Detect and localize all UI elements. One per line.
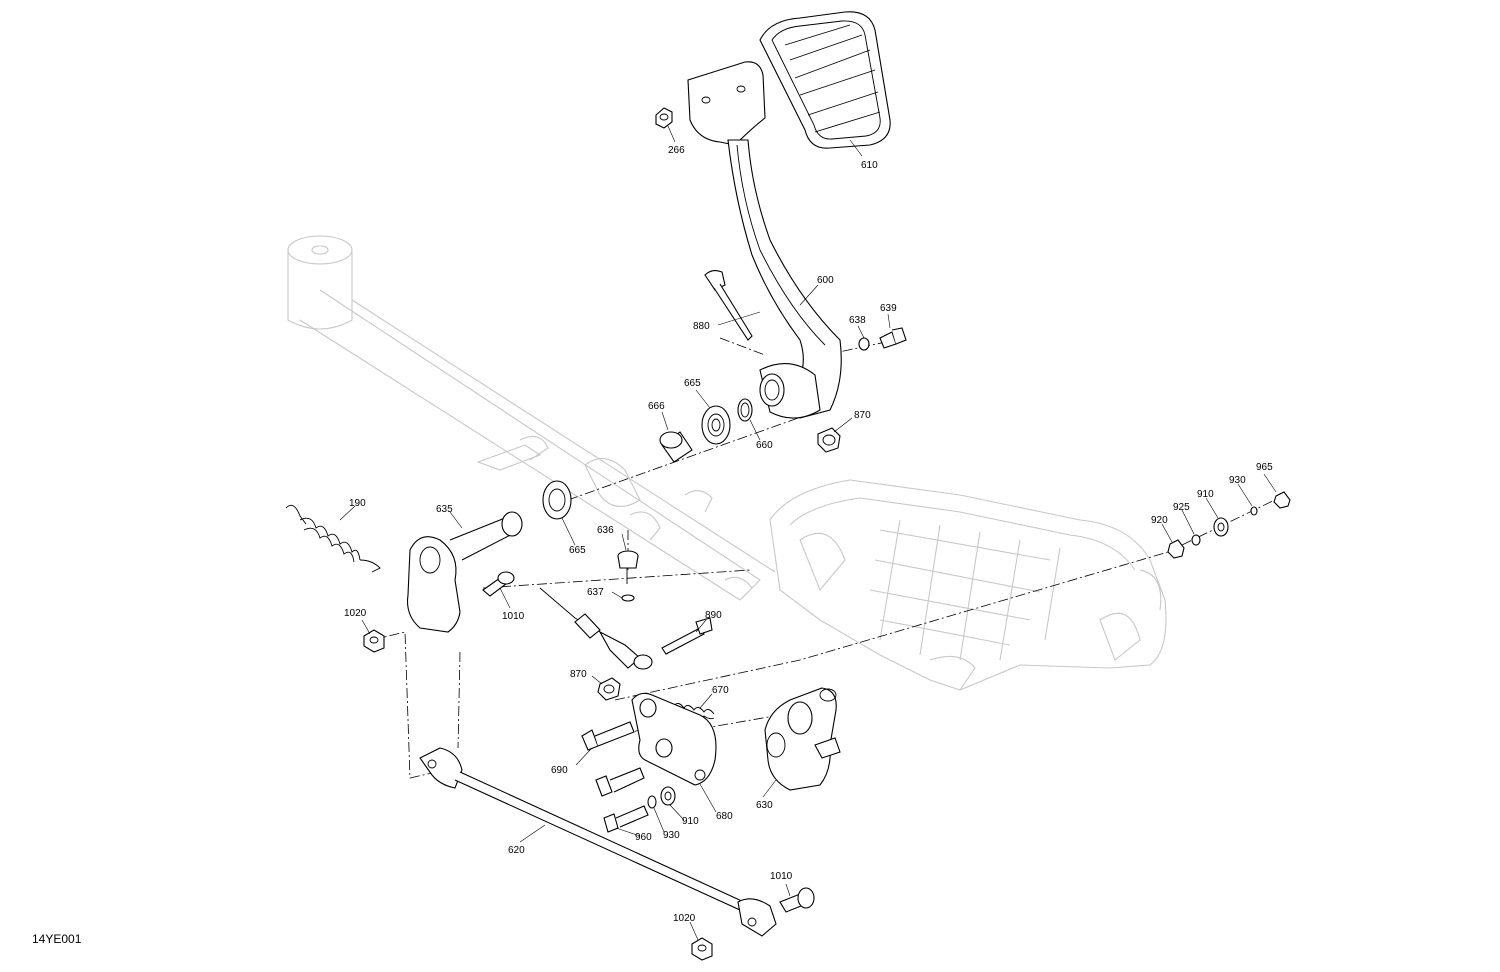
callout-639: 639 xyxy=(880,303,897,314)
pedal-arm xyxy=(727,139,842,419)
callout-630: 630 xyxy=(756,800,773,811)
callout-925: 925 xyxy=(1173,502,1190,513)
callout-610: 610 xyxy=(861,160,878,171)
nut-920 xyxy=(1167,539,1185,559)
washer-925 xyxy=(1191,534,1201,546)
callout-190: 190 xyxy=(349,498,366,509)
bushing-666 xyxy=(659,431,693,463)
callout-665-bottom: 665 xyxy=(569,545,586,556)
leader-lines xyxy=(339,125,1277,941)
callout-1020-bottom: 1020 xyxy=(673,913,696,924)
spacer-910-right xyxy=(1213,517,1229,537)
washer-660 xyxy=(737,398,753,422)
pin-1010-top xyxy=(482,571,515,597)
washer-930-bottom xyxy=(647,795,657,809)
bolt-890 xyxy=(661,617,713,655)
bolt-690-lower xyxy=(595,767,645,797)
bearing-665-top xyxy=(701,405,731,445)
pedal-pad xyxy=(759,11,891,149)
callout-635: 635 xyxy=(436,504,453,515)
callout-266: 266 xyxy=(668,145,685,156)
nut-965 xyxy=(1273,491,1291,509)
callout-660: 660 xyxy=(756,440,773,451)
callout-670: 670 xyxy=(712,685,729,696)
callout-880: 880 xyxy=(693,321,710,332)
callout-870-top: 870 xyxy=(854,410,871,421)
washer-930-right xyxy=(1250,506,1258,516)
lever-635 xyxy=(406,511,523,633)
clamp-630 xyxy=(764,687,841,791)
callout-637: 637 xyxy=(587,587,604,598)
callout-920: 920 xyxy=(1151,515,1168,526)
callout-965: 965 xyxy=(1256,462,1273,473)
callout-1010-top: 1010 xyxy=(502,611,525,622)
pin-1010-bottom xyxy=(779,887,815,913)
callout-666: 666 xyxy=(648,401,665,412)
callout-870-bottom: 870 xyxy=(570,669,587,680)
bolt-639 xyxy=(879,327,907,349)
nut-1020-top xyxy=(363,629,385,653)
nut-266 xyxy=(655,107,673,129)
callout-690: 690 xyxy=(551,765,568,776)
bolt-960 xyxy=(603,805,649,833)
plate-680 xyxy=(631,692,717,786)
nut-1020-bottom xyxy=(691,937,713,961)
callout-890: 890 xyxy=(705,610,722,621)
ghost-frame xyxy=(287,235,1167,691)
cable-rod xyxy=(539,587,653,670)
callout-680: 680 xyxy=(716,811,733,822)
callout-665-top: 665 xyxy=(684,378,701,389)
callout-636: 636 xyxy=(597,525,614,536)
spacer-910-bottom xyxy=(660,786,676,806)
callout-910-right: 910 xyxy=(1197,489,1214,500)
bolt-880 xyxy=(704,269,753,341)
spring-190 xyxy=(285,504,381,573)
bearing-665-bottom xyxy=(542,480,572,520)
callout-930-right: 930 xyxy=(1229,475,1246,486)
pedal-hub xyxy=(759,363,821,419)
callout-638: 638 xyxy=(849,315,866,326)
nut-870-top xyxy=(817,427,841,453)
washer-638 xyxy=(858,337,870,351)
drawing-reference-id: 14YE001 xyxy=(32,932,82,946)
pedal-bracket xyxy=(687,61,766,146)
link-rod-620 xyxy=(419,747,777,937)
callout-1010-bottom: 1010 xyxy=(770,871,793,882)
callout-600: 600 xyxy=(817,275,834,286)
callout-960: 960 xyxy=(635,832,652,843)
clip-637 xyxy=(621,594,635,602)
callout-labels: 266 610 600 880 638 639 665 666 660 870 … xyxy=(344,145,1273,924)
plunger-636 xyxy=(617,550,639,584)
nut-870-bottom xyxy=(597,677,621,701)
callout-1020-top: 1020 xyxy=(344,608,367,619)
callout-910-bottom: 910 xyxy=(682,816,699,827)
bolt-690-upper xyxy=(581,721,635,751)
callout-620: 620 xyxy=(508,845,525,856)
callout-930-bottom: 930 xyxy=(663,830,680,841)
